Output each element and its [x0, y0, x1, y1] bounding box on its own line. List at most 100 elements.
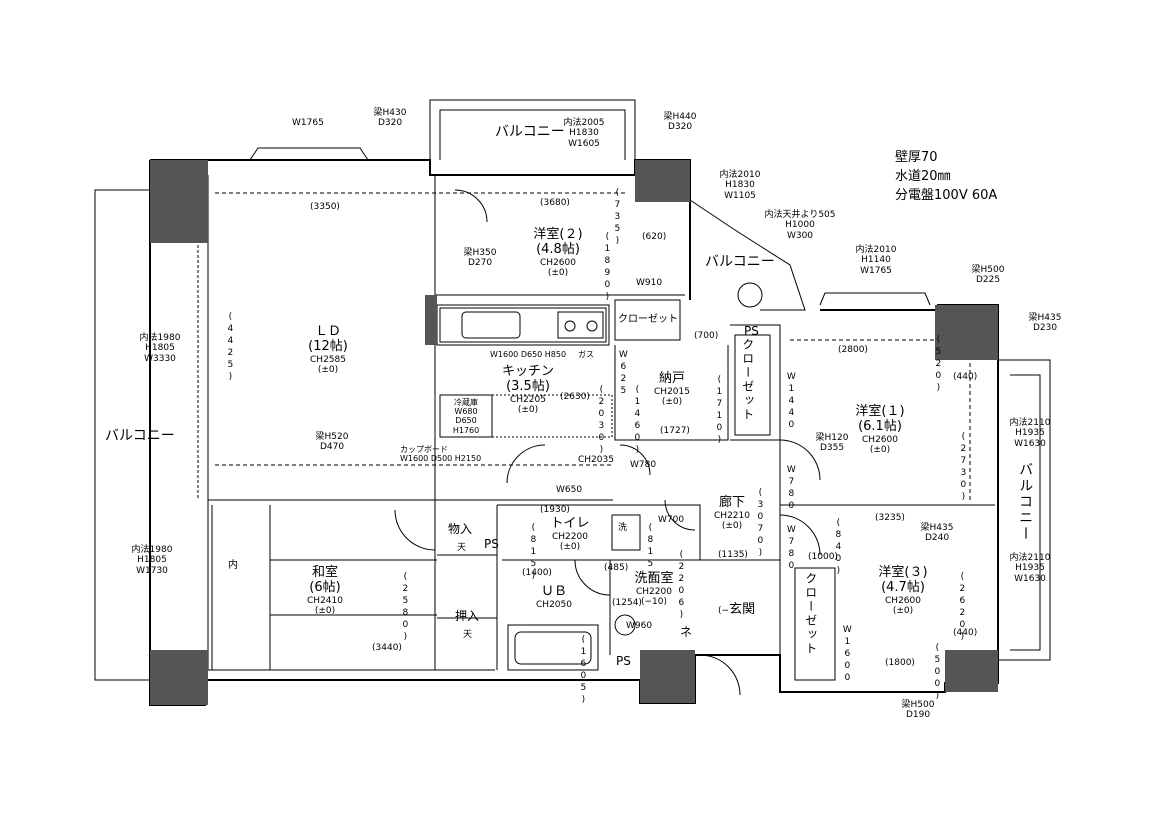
- dim-2580: (2580): [400, 572, 411, 644]
- spec-block: 壁厚70 水道20㎜ 分電盤100V 60A: [895, 148, 997, 205]
- dim-1460: (1460): [632, 385, 643, 457]
- dim-2630: (2630): [560, 392, 590, 402]
- dim-520: (520): [933, 335, 944, 395]
- dim-1890: (1890): [602, 232, 613, 304]
- dim-3350: (3350): [310, 202, 340, 212]
- dim-1930: (1930): [540, 505, 570, 515]
- dim-1000: (1000): [808, 552, 838, 562]
- dim-440b: (440): [953, 628, 978, 638]
- dim-w625: W625: [618, 350, 629, 398]
- dim-3440: (3440): [372, 643, 402, 653]
- dim-1254: (1254): [612, 598, 642, 608]
- dim-840: (840): [833, 518, 844, 578]
- note-ch2035: CH2035: [578, 455, 614, 465]
- dim-w780a: W780: [630, 460, 657, 470]
- dim-w780c: W780: [786, 525, 797, 573]
- ps-japanese: PS: [484, 537, 499, 551]
- dim-3680: (3680): [540, 198, 570, 208]
- note-kitchen-unit: W1600 D650 H850: [490, 350, 567, 359]
- room-japanese: 和室 (6帖) CH2410 (±0): [307, 565, 343, 617]
- dim-700: (700): [694, 331, 719, 341]
- note-gas: ガス: [578, 350, 594, 359]
- dim-w1440: W1440: [786, 372, 797, 432]
- spec-panel: 分電盤100V 60A: [895, 188, 998, 203]
- room-toilet: トイレ CH2200 (±0): [550, 516, 590, 553]
- monoire: 物入: [448, 522, 473, 536]
- room-ld: ＬＤ (12帖) CH2585 (±0): [308, 324, 348, 376]
- closet-western-1: クローゼット: [740, 338, 755, 422]
- wash-mark: 洗: [618, 523, 628, 533]
- room-corridor: 廊下 CH2210 (±0): [714, 495, 750, 532]
- dim-2030: (2030): [596, 385, 607, 457]
- dim-w700: W700: [658, 515, 685, 525]
- dim-500: (500): [932, 643, 943, 703]
- dim-815a: (815): [528, 523, 539, 583]
- note-w1765-top: W1765: [292, 118, 324, 128]
- closet-western-3: クローゼット: [803, 572, 818, 656]
- washbasin-w960: W960: [626, 621, 653, 631]
- spec-water: 水道20㎜: [895, 169, 951, 184]
- room-storage: 納戸 CH2015 (±0): [654, 371, 690, 408]
- dim-620: (620): [642, 232, 667, 242]
- dim-w910: W910: [636, 278, 663, 288]
- room-washroom: 洗面室 CH2200 (−10): [634, 571, 674, 608]
- dim-2620: (2620): [957, 572, 968, 644]
- dim-440a: (440): [953, 372, 978, 382]
- room-western-1: 洋室(１) (6.1帖) CH2600 (±0): [855, 404, 905, 456]
- room-western-3: 洋室(３) (4.7帖) CH2600 (±0): [878, 565, 928, 617]
- balcony-top: バルコニー: [495, 124, 565, 140]
- ten-monoire: 天: [457, 543, 467, 553]
- dim-1400: (1400): [522, 568, 552, 578]
- dim-2800: (2800): [838, 345, 868, 355]
- ps-bath: PS: [616, 654, 631, 668]
- dim-w780b: W780: [786, 465, 797, 513]
- ps-top: PS: [744, 324, 759, 338]
- dim-3235: (3235): [875, 513, 905, 523]
- dim-3070: (3070): [755, 488, 766, 560]
- dim-4425: (4425): [225, 312, 236, 384]
- dim-815b: (815): [645, 523, 656, 583]
- dim-1800: (1800): [885, 658, 915, 668]
- oshiire: 押入: [455, 609, 480, 623]
- spec-wall: 壁厚70: [895, 150, 938, 165]
- dim-1727: (1727): [660, 426, 690, 436]
- balcony-left: バルコニー: [105, 428, 175, 444]
- dim-w1600: W1600: [842, 625, 853, 685]
- room-entrance: (−玄関: [718, 602, 756, 617]
- balcony-right: バルコニー: [1017, 462, 1034, 542]
- dim-w650: W650: [556, 485, 583, 495]
- uchi-label: 内: [228, 560, 238, 571]
- closet-kitchen: クローゼット: [618, 314, 678, 325]
- dim-1710: (1710): [714, 375, 725, 447]
- room-kitchen: キッチン (3.5帖) CH2205 (±0): [501, 364, 555, 416]
- dim-1605: (1605): [578, 635, 589, 707]
- balcony-mid: バルコニー: [705, 254, 775, 270]
- dim-735: (735): [612, 188, 623, 248]
- room-ub: ＵＢ CH2050: [536, 584, 572, 610]
- dim-485: (485): [604, 563, 629, 573]
- dim-2206: (2206): [676, 550, 687, 622]
- room-western-2: 洋室(２) (4.8帖) CH2600 (±0): [533, 227, 583, 279]
- dim-1135: (1135): [718, 550, 748, 560]
- ten-oshiire: 天: [463, 630, 473, 640]
